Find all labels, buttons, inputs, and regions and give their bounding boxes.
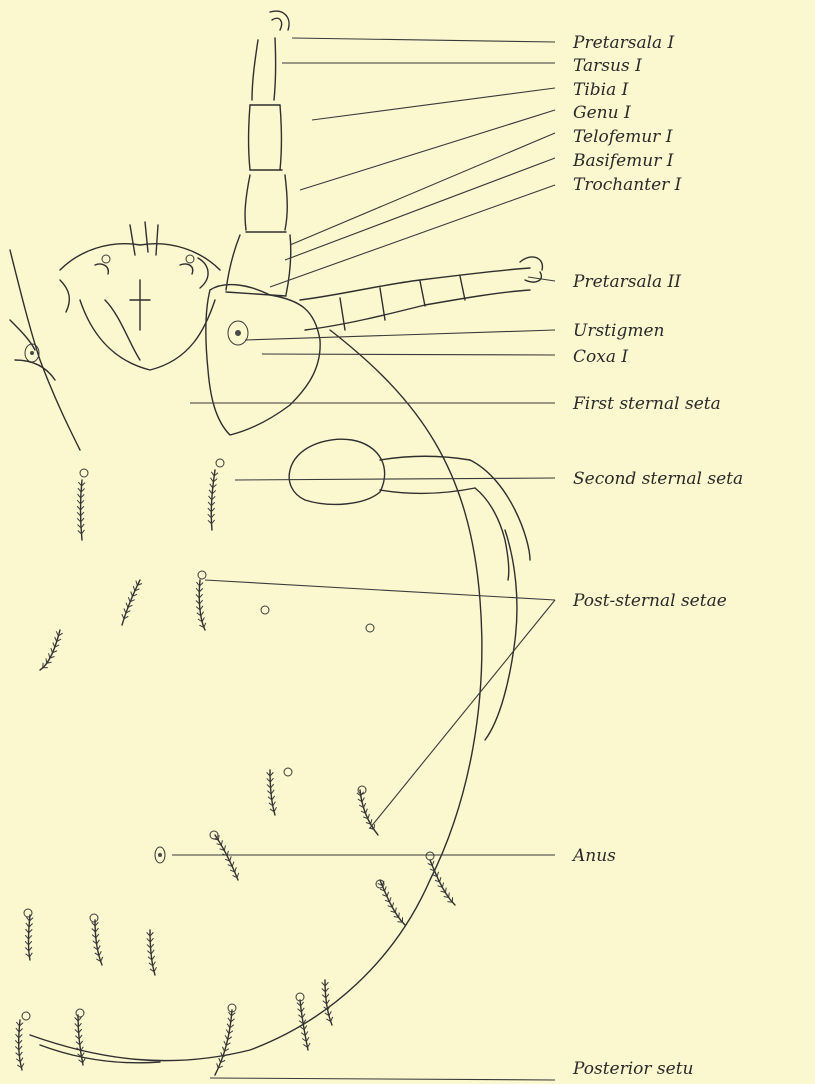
label-coxa-1: Coxa I [573, 347, 628, 367]
label-posterior-seta: Posterior setu [572, 1059, 694, 1079]
seta-barb [442, 882, 443, 887]
seta-barb [46, 658, 47, 663]
label-anus: Anus [571, 846, 616, 866]
setae-bases [22, 255, 434, 1020]
seta-barb [210, 478, 213, 482]
seta-barb [49, 653, 50, 658]
seta-barb [387, 892, 389, 897]
leader-lines [172, 38, 555, 1080]
seta-barb [445, 888, 446, 893]
seta-barb [385, 886, 387, 891]
seta-barb [222, 1047, 224, 1052]
label-genu-1: Genu I [573, 103, 631, 123]
seta-barb [53, 643, 55, 648]
seta-barb [305, 1031, 308, 1035]
seta-barb [225, 1035, 227, 1039]
seta-barb [122, 614, 124, 619]
leg-1 [226, 11, 291, 296]
seta-barb [392, 902, 393, 907]
label-second-sternal-seta: Second sternal seta [573, 469, 743, 489]
seta-barb [366, 809, 368, 814]
seta-barb [273, 802, 276, 806]
seta-barb [395, 908, 396, 913]
seta-barb [432, 861, 434, 866]
seta-barb [83, 1058, 86, 1062]
seta-barb [211, 472, 214, 476]
label-telofemur-1: Telofemur I [573, 127, 673, 147]
seta-barb [55, 637, 57, 642]
label-urstigmen: Urstigmen [573, 321, 664, 341]
seta-barb [362, 797, 364, 801]
seta-barb [98, 946, 101, 950]
seta-barb [81, 1053, 84, 1057]
seta-barb [235, 867, 237, 872]
seta-barb [97, 940, 100, 944]
seta-barb [154, 967, 156, 971]
seta-barb [217, 1063, 219, 1068]
seta-barb [397, 922, 402, 923]
coxa-1-plate [206, 285, 320, 435]
label-first-sternal-seta: First sternal seta [572, 394, 721, 414]
seta-barb [152, 956, 155, 960]
seta-barb [204, 623, 206, 628]
label-post-sternal-setae: Post-sternal setae [572, 591, 727, 611]
seta-barb [327, 1000, 330, 1004]
seta-barb [447, 902, 452, 903]
seta-barb [307, 1043, 310, 1047]
seta-barb [399, 913, 400, 918]
seta-barb [331, 1017, 333, 1022]
seta-barb [224, 846, 225, 851]
seta-barb [136, 581, 137, 586]
seta-barb [272, 796, 275, 800]
seta-barb [364, 803, 366, 808]
seta-barb [329, 1011, 331, 1015]
seta-barb [51, 648, 53, 653]
seta-barb [209, 490, 212, 494]
seta-barb [99, 951, 101, 955]
seta-barb [374, 824, 375, 829]
seta-barb [201, 612, 204, 616]
leg-3 [289, 439, 530, 740]
anus-mark [155, 847, 165, 863]
seta-barb [210, 484, 213, 488]
seta-barb [21, 1063, 23, 1067]
seta-barb [232, 862, 234, 867]
seta-barb [224, 1041, 226, 1045]
label-tibia-1: Tibia I [573, 80, 629, 100]
label-tarsus-1: Tarsus I [573, 56, 642, 76]
labels: Pretarsala I Tarsus I Tibia I Genu I Tel… [571, 33, 743, 1079]
seta-barb [153, 962, 156, 966]
left-coxal-region [10, 250, 80, 450]
seta-barb [306, 1037, 309, 1041]
seta-barb [440, 877, 441, 882]
seta-barb [390, 897, 391, 902]
seta-barb [371, 819, 372, 824]
seta-barb [219, 1058, 221, 1063]
seta-barb [124, 608, 126, 613]
setae-field [19, 470, 455, 1075]
seta-barb [126, 603, 128, 608]
seta-barb [56, 631, 58, 635]
seta-barb [221, 840, 222, 845]
gnathosoma [60, 222, 220, 370]
seta-barb [449, 893, 450, 898]
seta-barb [101, 957, 103, 962]
label-trochanter-1: Trochanter I [573, 175, 682, 195]
label-pretarsala-1: Pretarsala I [572, 33, 675, 53]
seta-barb [437, 872, 439, 877]
seta-barb [128, 597, 130, 602]
label-pretarsala-2: Pretarsala II [572, 272, 681, 292]
seta-barb [237, 873, 239, 878]
label-basifemur-1: Basifemur I [572, 151, 674, 171]
seta-barb [202, 617, 204, 621]
seta-barb [133, 586, 135, 591]
leg-2 [300, 257, 542, 330]
seta-barb [230, 856, 231, 861]
seta-barb [274, 807, 276, 811]
seta-barb [131, 592, 133, 597]
seta-barb [368, 814, 370, 819]
